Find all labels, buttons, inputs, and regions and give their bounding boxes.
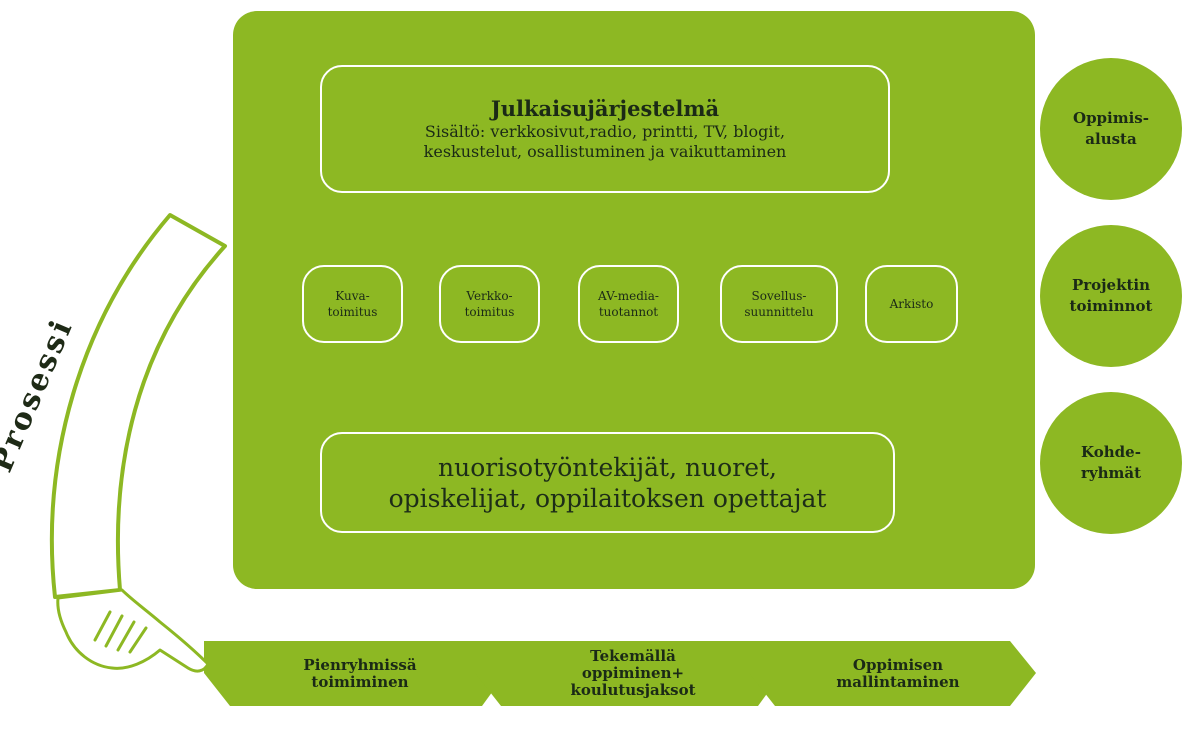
step-arrow-2 <box>475 641 782 706</box>
target-people-line-2: opiskelijat, oppilaitoksen opettajat <box>388 483 827 513</box>
sub-box-label: AV-media- tuotannot <box>598 289 659 319</box>
step-pienryhmissa: Pienryhmissä toimiminen <box>224 641 496 706</box>
step-oppimisen-mallintaminen: Oppimisen mallintaminen <box>769 641 1027 706</box>
publishing-system-content-line-1: Sisältö: verkkosivut,radio, printti, TV,… <box>424 122 786 141</box>
circle-label: Projektin toiminnot <box>1069 276 1153 315</box>
sub-box-label: Verkko- toimitus <box>464 289 515 319</box>
sub-box-av-mediatuotannot: AV-media- tuotannot <box>578 265 679 343</box>
publishing-system-box: Julkaisujärjestelmä Sisältö: verkkosivut… <box>320 65 890 193</box>
sub-box-arkisto: Arkisto <box>865 265 958 343</box>
sub-box-sovellussuunnittelu: Sovellus- suunnittelu <box>720 265 838 343</box>
sub-box-verkkotoimitus: Verkko- toimitus <box>439 265 540 343</box>
circle-label: Oppimis- alusta <box>1073 109 1149 148</box>
target-people-box: nuorisotyöntekijät, nuoret, opiskelijat,… <box>320 432 895 533</box>
step-label: Pienryhmissä toimiminen <box>303 655 417 691</box>
main-panel <box>233 11 1035 589</box>
sub-box-label: Kuva- toimitus <box>327 289 378 319</box>
sub-box-label: Sovellus- suunnittelu <box>744 289 814 319</box>
sub-box-label: Arkisto <box>889 297 934 311</box>
publishing-system-content-line-2: keskustelut, osallistuminen ja vaikuttam… <box>423 142 787 161</box>
circle-kohderyhmat: Kohde- ryhmät <box>1040 392 1182 534</box>
step-label: Oppimisen mallintaminen <box>836 655 960 691</box>
step-tekemalla-oppiminen: Tekemällä oppiminen+ koulutusjaksot <box>497 641 769 706</box>
step-label: Tekemällä oppiminen+ koulutusjaksot <box>570 647 696 699</box>
step-arrow-3 <box>749 641 1036 706</box>
circle-oppimisalusta: Oppimis- alusta <box>1040 58 1182 200</box>
process-curve-band <box>49 213 227 599</box>
publishing-system-title: Julkaisujärjestelmä <box>490 96 720 121</box>
target-people-line-1: nuorisotyöntekijät, nuoret, <box>438 452 777 482</box>
circle-projektin-toiminnot: Projektin toiminnot <box>1040 225 1182 367</box>
circle-label: Kohde- ryhmät <box>1080 443 1142 482</box>
pointing-hand-icon <box>56 588 210 673</box>
sub-box-kuvatoimitus: Kuva- toimitus <box>302 265 403 343</box>
step-arrow-1 <box>204 641 506 706</box>
